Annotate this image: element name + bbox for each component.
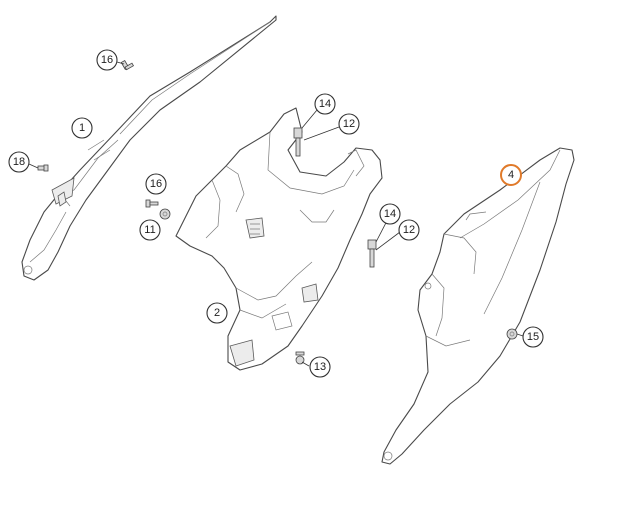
svg-text:12: 12 — [343, 118, 355, 130]
svg-text:11: 11 — [144, 224, 155, 236]
svg-text:16: 16 — [101, 54, 113, 66]
callout-12-upper[interactable]: 12 — [338, 113, 360, 135]
callout-2[interactable]: 2 — [206, 302, 228, 324]
part-4-side-cover[interactable] — [381, 147, 575, 465]
callout-13[interactable]: 13 — [309, 356, 331, 378]
svg-text:15: 15 — [527, 331, 539, 343]
svg-text:18: 18 — [13, 156, 25, 168]
hardware-group — [37, 59, 518, 365]
callouts: 16 1 18 16 11 14 12 14 — [8, 49, 544, 378]
svg-text:4: 4 — [508, 169, 514, 181]
callout-4[interactable]: 4 — [500, 164, 522, 186]
part-1-side-strip[interactable] — [21, 15, 277, 281]
svg-text:2: 2 — [214, 307, 220, 319]
svg-text:16: 16 — [150, 178, 162, 190]
clip-14-upper — [293, 127, 303, 157]
callout-15[interactable]: 15 — [522, 326, 544, 348]
part-2-inner-cover[interactable] — [175, 107, 383, 371]
callout-18[interactable]: 18 — [8, 151, 30, 173]
svg-text:14: 14 — [384, 208, 396, 220]
screw-16-upper — [120, 59, 135, 71]
callout-14-upper[interactable]: 14 — [314, 93, 336, 115]
screw-18 — [37, 164, 49, 172]
callout-12-lower[interactable]: 12 — [398, 219, 420, 241]
svg-text:13: 13 — [314, 361, 326, 373]
clip-14-lower — [367, 239, 377, 268]
callout-11[interactable]: 11 — [139, 219, 161, 241]
nut-11 — [159, 208, 171, 220]
callout-1[interactable]: 1 — [71, 117, 93, 139]
callout-16-upper[interactable]: 16 — [96, 49, 118, 71]
svg-text:14: 14 — [319, 98, 331, 110]
callout-14-lower[interactable]: 14 — [379, 203, 401, 225]
nut-15 — [506, 328, 518, 340]
callout-16-lower[interactable]: 16 — [145, 173, 167, 195]
screw-16-lower — [145, 199, 159, 208]
svg-text:12: 12 — [403, 224, 415, 236]
svg-text:1: 1 — [79, 122, 85, 134]
